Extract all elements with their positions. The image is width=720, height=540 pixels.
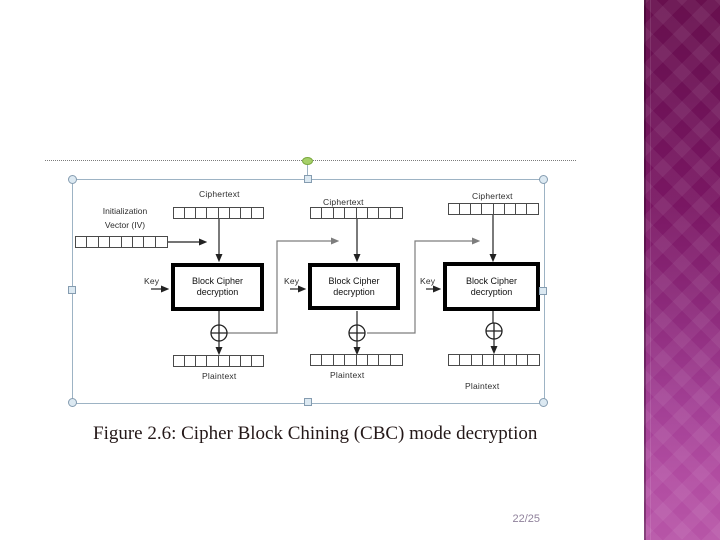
cell	[460, 355, 472, 365]
decrypt-box-3-line2: decryption	[470, 286, 513, 297]
selection-handle-top-center[interactable]	[304, 175, 312, 183]
cell	[334, 208, 346, 218]
cell	[334, 355, 346, 365]
slide-theme-sidebar	[644, 0, 720, 540]
cell	[144, 237, 156, 247]
cell	[357, 355, 368, 365]
cell	[196, 208, 208, 218]
key-label-2: Key	[284, 276, 300, 286]
cell	[219, 208, 230, 218]
cell	[517, 355, 528, 365]
ciphertext-block-2	[310, 207, 403, 219]
cell	[368, 208, 380, 218]
plaintext-block-3	[448, 354, 540, 366]
cell	[87, 237, 99, 247]
rotation-handle-connector	[307, 163, 308, 179]
iv-label-line1: Initialization	[102, 206, 148, 216]
iv-block	[75, 236, 168, 248]
decrypt-box-1: Block Cipher decryption	[171, 263, 264, 311]
selection-handle-bottom-right[interactable]	[539, 398, 548, 407]
iv-label: Initialization Vector (IV)	[70, 204, 180, 232]
selection-handle-middle-right[interactable]	[539, 287, 547, 295]
cell	[174, 208, 186, 218]
chain-feedback-lines	[227, 237, 481, 334]
decrypt-box-1-line1: Block Cipher	[191, 276, 244, 286]
cell	[449, 355, 461, 365]
ciphertext-label-2: Ciphertext	[323, 197, 364, 207]
plaintext-block-1	[173, 355, 264, 367]
cell	[494, 204, 505, 214]
cell	[379, 208, 391, 218]
cell	[494, 355, 506, 365]
cell	[368, 355, 380, 365]
selection-handle-top-right[interactable]	[539, 175, 548, 184]
decrypt-box-2-line1: Block Cipher	[328, 275, 380, 286]
cell	[207, 356, 219, 366]
key-label-3: Key	[420, 276, 436, 286]
plaintext-label-2: Plaintext	[330, 370, 365, 380]
decrypt-box-3-line1: Block Cipher	[465, 275, 518, 286]
selection-handle-top-left[interactable]	[68, 175, 77, 184]
flow-arrows	[151, 215, 498, 356]
cell	[449, 204, 461, 214]
cell	[357, 208, 368, 218]
cell	[483, 355, 494, 365]
selection-handle-middle-left[interactable]	[68, 286, 76, 294]
key-label-1: Key	[144, 276, 160, 286]
cell	[379, 355, 391, 365]
decrypt-box-1-line2: decryption	[196, 287, 239, 297]
iv-label-line2: Vector (IV)	[104, 220, 146, 230]
cell	[207, 208, 219, 218]
figure-caption[interactable]: Figure 2.6: Cipher Block Chining (CBC) m…	[93, 423, 538, 444]
cell	[99, 237, 111, 247]
cell	[110, 237, 122, 247]
cell	[122, 237, 133, 247]
cell	[322, 355, 334, 365]
page-number: 22/25	[512, 513, 540, 525]
selection-handle-bottom-center[interactable]	[304, 398, 312, 406]
ciphertext-block-1	[173, 207, 264, 219]
ciphertext-label-1: Ciphertext	[199, 189, 240, 199]
plaintext-label-3: Plaintext	[465, 381, 500, 391]
cell	[219, 356, 230, 366]
cell	[505, 204, 516, 214]
cell	[345, 208, 357, 218]
cell	[185, 356, 197, 366]
ciphertext-label-3: Ciphertext	[472, 191, 513, 201]
cell	[241, 356, 252, 366]
cell	[133, 237, 145, 247]
selection-handle-bottom-left[interactable]	[68, 398, 77, 407]
cell	[196, 356, 208, 366]
decrypt-box-2-line2: decryption	[333, 286, 375, 297]
selection-rectangle	[72, 179, 545, 404]
cell	[472, 355, 483, 365]
cell	[345, 355, 357, 365]
cell	[174, 356, 186, 366]
cell	[322, 208, 334, 218]
plaintext-label-1: Plaintext	[202, 371, 237, 381]
cell	[516, 204, 527, 214]
cell	[185, 208, 197, 218]
cell	[230, 356, 241, 366]
cell	[482, 204, 494, 214]
decrypt-box-3: Block Cipher decryption	[443, 262, 540, 311]
cell	[311, 355, 323, 365]
cell	[76, 237, 88, 247]
cell	[471, 204, 483, 214]
cell	[460, 204, 472, 214]
decrypt-box-2: Block Cipher decryption	[308, 263, 400, 310]
cell	[230, 208, 241, 218]
xor-symbols	[210, 322, 503, 342]
ciphertext-block-3	[448, 203, 539, 215]
cell	[311, 208, 323, 218]
rotation-handle[interactable]	[302, 157, 313, 165]
cell	[241, 208, 252, 218]
cell	[505, 355, 517, 365]
